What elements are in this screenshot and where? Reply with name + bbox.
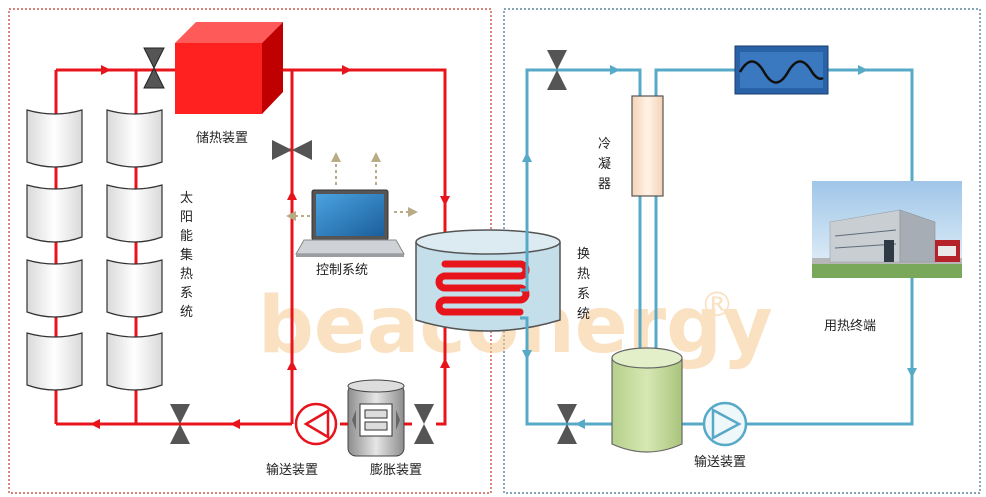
label-control: 控制系统 bbox=[316, 263, 368, 278]
label-storage: 储热装置 bbox=[196, 131, 248, 146]
svg-text:凝: 凝 bbox=[598, 156, 611, 172]
signal-arrows bbox=[286, 152, 418, 221]
valve-icon bbox=[414, 404, 434, 444]
svg-text:冷: 冷 bbox=[598, 137, 611, 152]
valve-icon bbox=[547, 50, 567, 90]
registered-mark: ® bbox=[700, 285, 734, 325]
cold-storage-tank-icon bbox=[611, 347, 683, 453]
svg-text:换: 换 bbox=[577, 247, 590, 262]
svg-text:集: 集 bbox=[180, 247, 193, 263]
cold-loop-arrows bbox=[522, 65, 917, 429]
label-expansion: 膨胀装置 bbox=[370, 463, 422, 478]
valve-icon bbox=[143, 47, 165, 89]
solar-panel bbox=[26, 332, 83, 391]
hot-loop-arrows bbox=[90, 65, 450, 429]
solar-panel bbox=[26, 109, 83, 168]
svg-text:统: 统 bbox=[180, 305, 193, 320]
label-condenser: 冷 凝 器 bbox=[598, 137, 611, 192]
svg-text:能: 能 bbox=[180, 229, 193, 244]
heat-exchange-tank-icon bbox=[415, 229, 561, 332]
cold-loop-pipes bbox=[520, 68, 914, 426]
solar-panel bbox=[106, 184, 163, 243]
label-end-use: 用热终端 bbox=[824, 318, 876, 334]
svg-text:阳: 阳 bbox=[180, 210, 193, 225]
svg-text:系: 系 bbox=[577, 287, 590, 302]
valve-icon bbox=[170, 404, 190, 444]
label-solar: 太 阳 能 集 热 系 统 bbox=[180, 191, 193, 320]
svg-text:系: 系 bbox=[180, 286, 193, 301]
label-pump-left: 输送装置 bbox=[266, 462, 318, 478]
end-use-building-picture bbox=[812, 181, 962, 278]
solar-panel bbox=[106, 259, 163, 318]
label-pump-right: 输送装置 bbox=[694, 454, 746, 470]
solar-panel bbox=[26, 259, 83, 318]
label-heat-exchange: 换 热 系 统 bbox=[577, 247, 590, 322]
svg-text:热: 热 bbox=[577, 267, 590, 282]
solar-panel bbox=[106, 109, 163, 168]
solar-collector-array bbox=[26, 109, 163, 391]
heat-storage-cube bbox=[175, 22, 283, 114]
expansion-tank-icon bbox=[347, 379, 405, 457]
svg-text:器: 器 bbox=[598, 177, 611, 192]
solar-panel bbox=[26, 184, 83, 243]
solar-panel bbox=[106, 332, 163, 391]
circulation-pump-icon bbox=[702, 401, 748, 447]
condenser-icon bbox=[631, 95, 664, 197]
valve-icon bbox=[557, 404, 577, 444]
circulation-pump-icon bbox=[294, 402, 338, 446]
heater-coil-icon bbox=[734, 45, 829, 95]
svg-text:太: 太 bbox=[180, 191, 193, 206]
svg-text:统: 统 bbox=[577, 307, 590, 322]
control-system-laptop-icon bbox=[295, 189, 405, 257]
valve-icon bbox=[272, 140, 312, 160]
svg-text:热: 热 bbox=[180, 267, 193, 282]
